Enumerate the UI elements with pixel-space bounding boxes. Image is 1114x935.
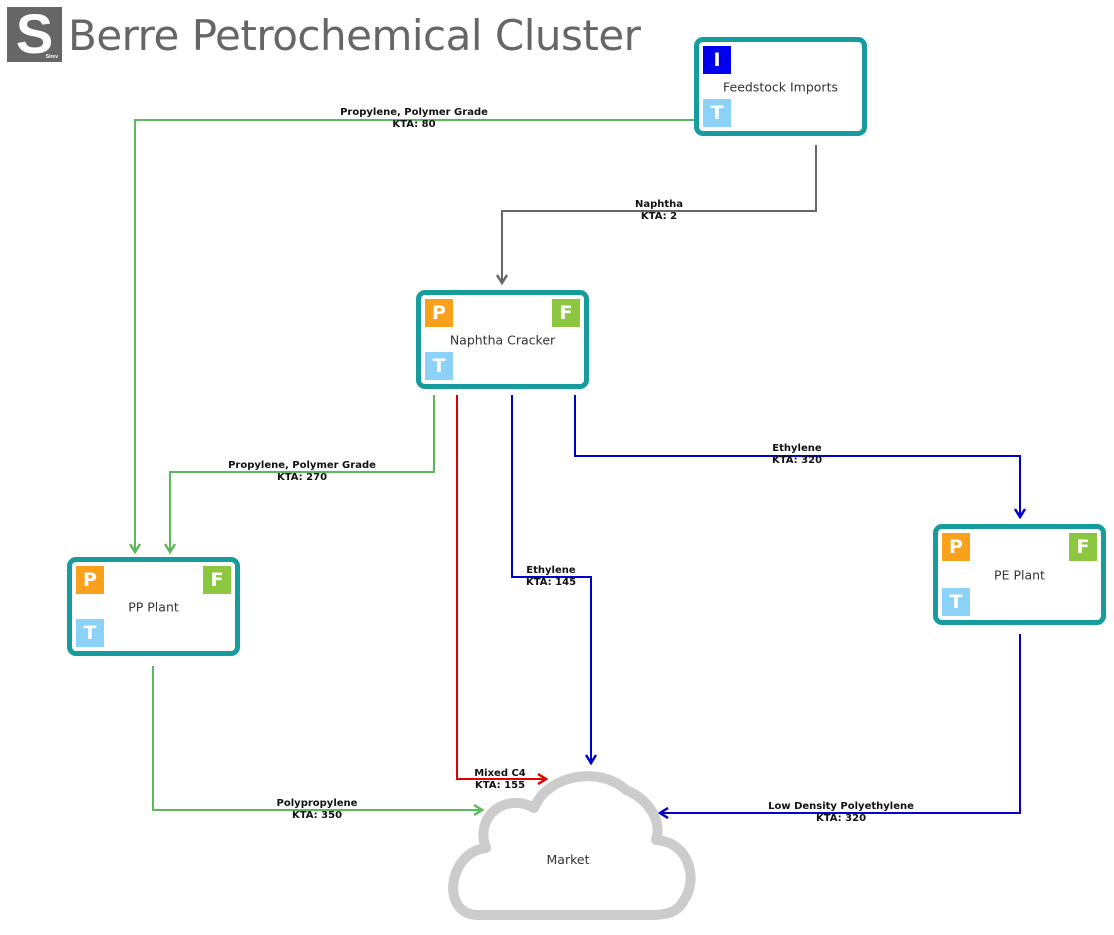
flow-product: Ethylene xyxy=(772,443,822,454)
flow-kta: KTA: 270 xyxy=(276,472,328,483)
logo-letter: S xyxy=(15,2,54,65)
flow-product: Polypropylene xyxy=(276,798,358,809)
node-feedstock-imports[interactable]: I Feedstock Imports T xyxy=(694,37,867,136)
market-cloud-icon xyxy=(448,771,696,920)
node-name: PP Plant xyxy=(128,599,179,614)
flow-label-pp-to-market: Polypropylene KTA: 350 xyxy=(277,798,358,822)
flow-product: Naphtha xyxy=(634,199,684,210)
flow-product: Low Density Polyethylene xyxy=(768,801,914,812)
production-badge-icon: P xyxy=(76,566,104,594)
flow-line-pp-to-market xyxy=(152,666,482,810)
transport-badge-icon: T xyxy=(76,619,104,647)
flow-kta: KTA: 320 xyxy=(815,813,867,824)
flow-kta: KTA: 320 xyxy=(771,455,823,466)
flow-kta: KTA: 155 xyxy=(474,780,526,791)
node-pp-plant[interactable]: P F PP Plant T xyxy=(67,557,240,656)
node-pe-plant[interactable]: P F PE Plant T xyxy=(933,524,1106,625)
flow-kta: KTA: 350 xyxy=(291,810,343,821)
node-naphtha-cracker[interactable]: P F Naphtha Cracker T xyxy=(416,290,589,389)
flow-kta: KTA: 80 xyxy=(392,119,436,130)
flow-line-cracker-c4-market xyxy=(456,395,546,779)
flow-line-cracker-to-pp xyxy=(170,395,435,552)
flow-label-pe-to-market: Low Density Polyethylene KTA: 320 xyxy=(768,801,914,825)
flow-line-feed-to-cracker xyxy=(502,145,817,283)
diagram-title: Berre Petrochemical Cluster xyxy=(68,11,641,60)
flow-line-pe-to-market xyxy=(660,634,1021,813)
flow-product: Propylene, Polymer Grade xyxy=(228,460,376,471)
imports-badge-icon: I xyxy=(703,46,731,74)
flow-product: Propylene, Polymer Grade xyxy=(340,107,488,118)
transport-badge-icon: T xyxy=(942,588,970,616)
flow-line-cracker-ethylene-market xyxy=(511,395,591,763)
node-name: Feedstock Imports xyxy=(723,79,838,94)
logo-subtext: Sirev xyxy=(45,54,58,60)
flow-label-feed-to-pp: Propylene, Polymer Grade KTA: 80 xyxy=(340,107,488,131)
transport-badge-icon: T xyxy=(703,99,731,127)
flow-line-feed-to-pp xyxy=(135,119,694,552)
flow-label-cracker-c4-market: Mixed C4 KTA: 155 xyxy=(474,768,526,792)
feedstock-badge-icon: F xyxy=(203,566,231,594)
flow-label-feed-to-cracker: Naphtha KTA: 2 xyxy=(635,199,683,223)
transport-badge-icon: T xyxy=(425,352,453,380)
flow-kta: KTA: 145 xyxy=(525,577,577,588)
flow-kta: KTA: 2 xyxy=(640,211,678,222)
flow-label-cracker-to-pp: Propylene, Polymer Grade KTA: 270 xyxy=(228,460,376,484)
feedstock-badge-icon: F xyxy=(1069,533,1097,561)
feedstock-badge-icon: F xyxy=(552,299,580,327)
flow-line-cracker-to-pe xyxy=(574,395,1020,517)
flow-product: Mixed C4 xyxy=(474,768,526,779)
node-name: Naphtha Cracker xyxy=(449,332,556,347)
flow-label-cracker-to-pe: Ethylene KTA: 320 xyxy=(772,443,822,467)
flow-product: Ethylene xyxy=(526,565,576,576)
logo: S Sirev xyxy=(7,3,62,65)
flow-label-cracker-ethylene-market: Ethylene KTA: 145 xyxy=(526,565,576,589)
node-name: PE Plant xyxy=(994,567,1045,582)
market-node-label[interactable]: Market xyxy=(546,852,590,867)
production-badge-icon: P xyxy=(942,533,970,561)
production-badge-icon: P xyxy=(425,299,453,327)
